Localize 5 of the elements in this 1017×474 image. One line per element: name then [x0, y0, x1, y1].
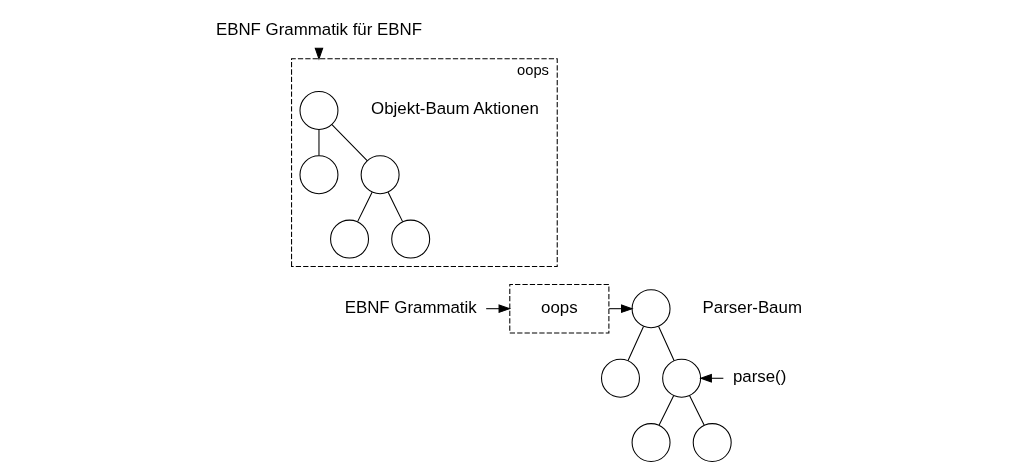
node-text: EBNF Grammatik für EBNF — [215, 20, 422, 40]
node-label: Objekt-Baum Aktionen — [370, 99, 539, 119]
node-text: EBNF Grammatik — [344, 297, 477, 317]
node-text: parse() — [732, 367, 786, 387]
node-label: Parser-Baum — [702, 297, 802, 317]
